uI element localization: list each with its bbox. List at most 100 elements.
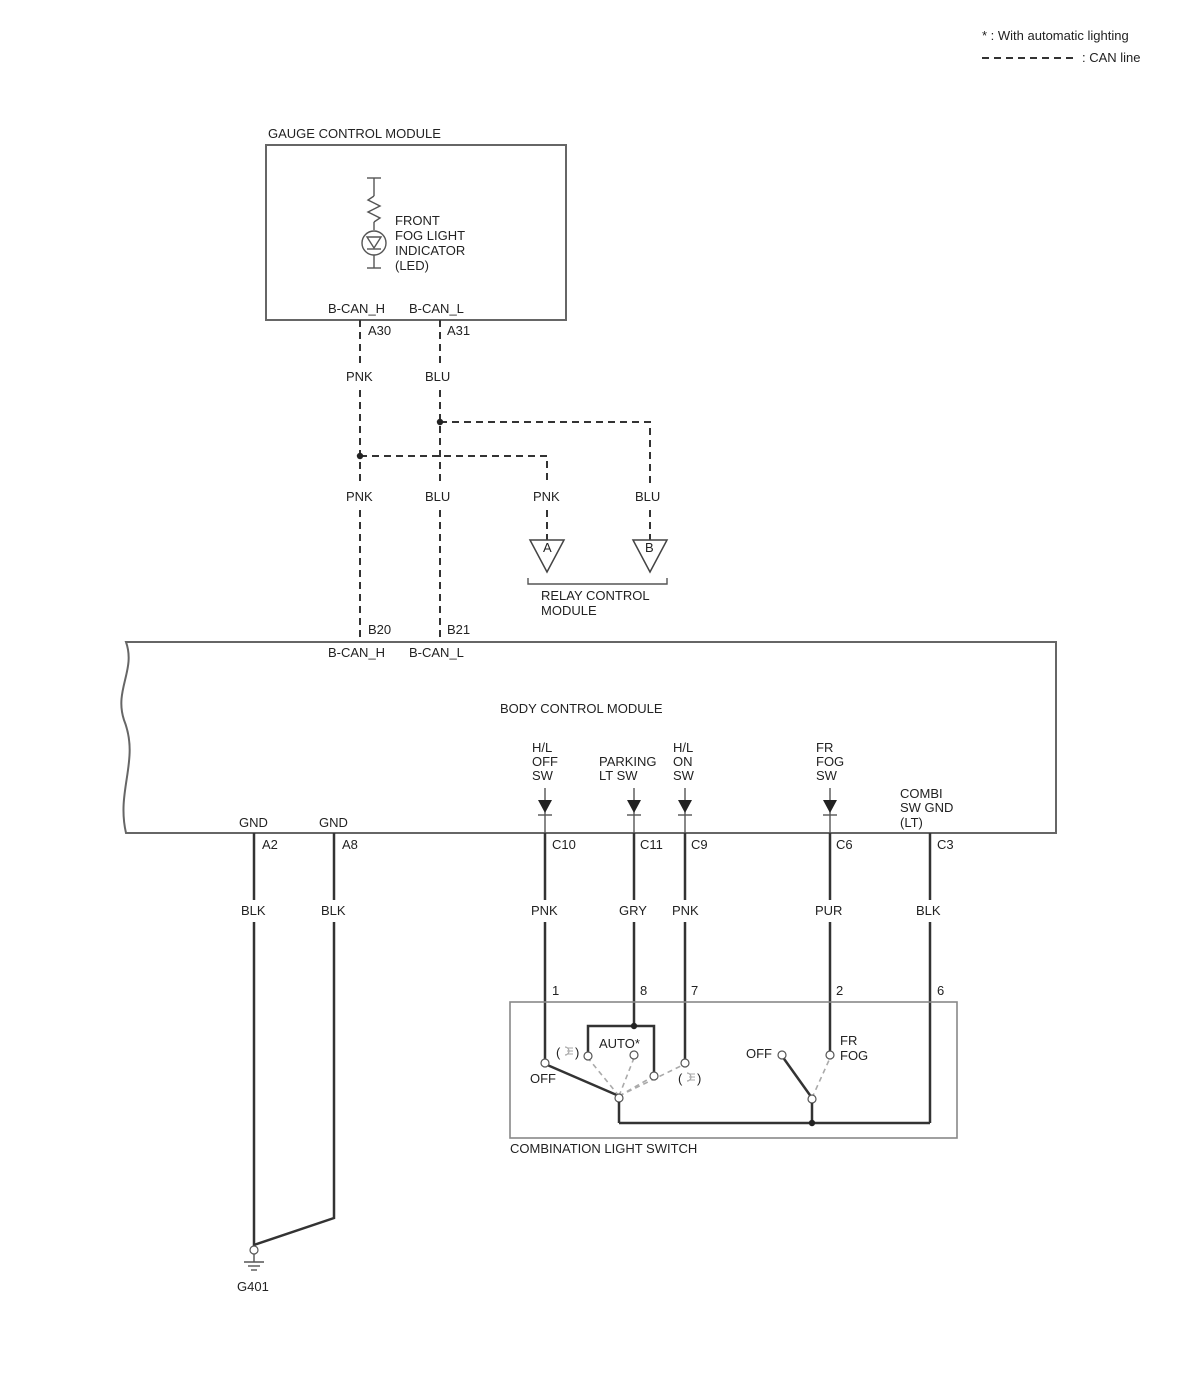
contact-common-hl [614,1093,624,1103]
combi-gnd-3: (LT) [900,815,923,830]
relay-l-color: BLU [635,489,660,504]
parking-paren-close: ) [575,1045,579,1060]
wire-a8-bottom [253,922,336,1247]
legend-can-line-label: : CAN line [1082,50,1141,65]
hl-on-sw-2: ON [673,754,693,769]
wire-color-c10: PNK [531,903,558,918]
combi-gnd-1: COMBI [900,786,943,801]
contact-off [540,1058,550,1068]
gauge-module-title: GAUGE CONTROL MODULE [268,126,441,141]
can-l-color-upper: BLU [425,369,450,384]
bcm-pin-b21: B21 [447,622,470,637]
hl-on-sw-3: SW [673,768,695,783]
wire-color-c11: GRY [619,903,647,918]
relay-bracket [527,578,668,585]
gauge-module-box [265,144,567,321]
contact-auto-2 [649,1071,659,1081]
gauge-control-module: GAUGE CONTROL MODULE FRONT FOG LIGHT IND… [265,126,567,338]
can-lines: PNK BLU PNK BLU PNK BLU [346,320,660,642]
contact-common-fog [807,1094,817,1104]
wire-color-c9: PNK [672,903,699,918]
switch-terminal-1: 1 [552,983,559,998]
gauge-pin-a30: A30 [368,323,391,338]
bcm-pin-b20: B20 [368,622,391,637]
headlight-icon [686,1072,695,1082]
combination-light-switch: 1 8 7 2 6 AUTO* ( ) OFF ( [509,983,958,1156]
headlight-switch-blade [544,1062,620,1098]
gauge-pin-h-label: B-CAN_H [328,301,385,316]
hl-on-sw-1: H/L [673,740,693,755]
auto-label: AUTO* [599,1036,640,1051]
wire-color-labels: BLK BLK PNK GRY PNK PUR BLK [241,903,941,918]
pin-labels: A2 A8 C10 C11 C9 C6 C3 [262,837,954,852]
terminal-8-dot [630,1022,638,1030]
fr-fog-label-2: FOG [840,1048,868,1063]
switch-title: COMBINATION LIGHT SWITCH [510,1141,697,1156]
contact-fog-off [777,1050,787,1060]
ground-eyelet [249,1245,259,1255]
switch-box [509,1001,958,1139]
can-h-color-upper: PNK [346,369,373,384]
connector-a-label: A [543,540,552,555]
fog-off-label: OFF [746,1046,772,1061]
indicator-label-1: FRONT [395,213,440,228]
indicator-label-3: INDICATOR [395,243,465,258]
contact-parking [583,1051,593,1061]
combi-gnd-2: SW GND [900,800,953,815]
body-control-module: B20 B21 B-CAN_H B-CAN_L BODY CONTROL MOD… [120,622,1057,834]
ground-label: G401 [237,1279,269,1294]
parking-light-icon [564,1046,573,1056]
auto-bridge-wire [586,1024,656,1076]
gauge-pin-a31: A31 [447,323,470,338]
legend-automatic-lighting: * : With automatic lighting [982,28,1129,43]
can-l-branch-relay [440,421,651,484]
contact-auto [629,1050,639,1060]
indicator-label-4: (LED) [395,258,429,273]
contact-headlight-on [680,1058,690,1068]
switch-terminal-7: 7 [691,983,698,998]
gnd-label-a2: GND [239,815,268,830]
hl-off-sw-1: H/L [532,740,552,755]
switch-terminal-6: 6 [937,983,944,998]
pin-c6: C6 [836,837,853,852]
wire-color-a8: BLK [321,903,346,918]
bcm-title: BODY CONTROL MODULE [500,701,663,716]
contact-fog-on [825,1050,835,1060]
gnd-label-a8: GND [319,815,348,830]
legend: * : With automatic lighting : CAN line [982,28,1141,65]
can-l-color-lower: BLU [425,489,450,504]
can-h-color-lower: PNK [346,489,373,504]
gauge-pin-l-label: B-CAN_L [409,301,464,316]
splice-dot-can-l [436,418,444,426]
fr-fog-sw-3: SW [816,768,838,783]
ground-icon [244,1261,264,1271]
pin-c9: C9 [691,837,708,852]
fr-fog-sw-2: FOG [816,754,844,769]
switch-terminal-2: 2 [836,983,843,998]
parking-sw-1: PARKING [599,754,657,769]
pin-c3: C3 [937,837,954,852]
pin-c11: C11 [640,837,663,852]
can-h-branch-relay [360,455,548,484]
relay-module-title-2: MODULE [541,603,597,618]
connector-a-triangle [528,539,566,574]
pin-a8: A8 [342,837,358,852]
indicator-label-2: FOG LIGHT [395,228,465,243]
hl-off-sw-3: SW [532,768,554,783]
pin-a2: A2 [262,837,278,852]
parking-sw-2: LT SW [599,768,638,783]
solid-wires [252,833,932,1248]
connector-b-label: B [645,540,654,555]
relay-control-module: A B RELAY CONTROL MODULE [527,539,669,618]
fr-fog-label-1: FR [840,1033,857,1048]
ground-bus-splice [808,1119,816,1127]
input-arrow-icons [538,788,837,833]
fog-switch-blade [780,1055,814,1099]
wire-color-c3: BLK [916,903,941,918]
relay-module-title-1: RELAY CONTROL [541,588,650,603]
bcm-pin-l-label: B-CAN_L [409,645,464,660]
splice-dot-can-h [356,452,364,460]
parking-paren-open: ( [556,1045,561,1060]
led-indicator-icon [361,177,387,269]
